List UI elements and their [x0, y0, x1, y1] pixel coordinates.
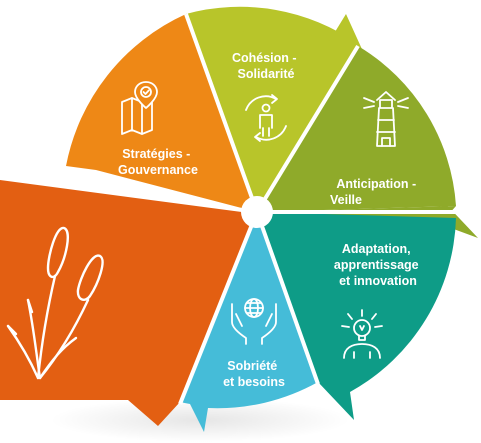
- label-sobriete-line1: Sobriété: [227, 359, 277, 373]
- pointer-segment: [0, 178, 257, 426]
- pointer-shape: [0, 178, 257, 426]
- segment-anticipation-shape: [257, 46, 456, 212]
- label-anticipation-line1: Anticipation -: [336, 177, 416, 191]
- label-sobriete-line2: et besoins: [223, 375, 285, 389]
- segment-adaptation-shape: [257, 212, 456, 420]
- label-cohesion: Cohésion - Solidarité: [232, 51, 300, 81]
- label-cohesion-line2: Solidarité: [238, 67, 295, 81]
- person-cycle-icon: [245, 94, 287, 142]
- hands-globe-icon: [231, 298, 277, 345]
- label-sobriete: Sobriété et besoins: [223, 359, 285, 389]
- label-strategies-line2: Gouvernance: [118, 163, 198, 177]
- label-cohesion-line1: Cohésion -: [232, 51, 297, 65]
- label-adaptation: Adaptation, apprentissage et innovation: [334, 242, 422, 288]
- segment-cohesion-fill: [196, 29, 352, 213]
- label-adaptation-line2: apprentissage: [334, 258, 419, 272]
- label-anticipation-line2: Veille: [330, 193, 362, 207]
- label-adaptation-line1: Adaptation,: [342, 242, 411, 256]
- idea-person-icon: [341, 309, 383, 359]
- center-hub: [241, 196, 273, 228]
- label-adaptation-line3: et innovation: [339, 274, 417, 288]
- map-pin-icon: [121, 81, 158, 135]
- label-anticipation: Anticipation - Veille: [330, 177, 420, 207]
- lighthouse-icon: [363, 91, 409, 147]
- label-strategies: Stratégies - Gouvernance: [118, 147, 198, 177]
- label-strategies-line1: Stratégies -: [122, 147, 190, 161]
- reeds-icon: [6, 226, 104, 380]
- segment-dividers: [0, 13, 458, 405]
- segment-strategies-shape: [66, 14, 257, 212]
- segment-sobriete-shape: [180, 212, 318, 432]
